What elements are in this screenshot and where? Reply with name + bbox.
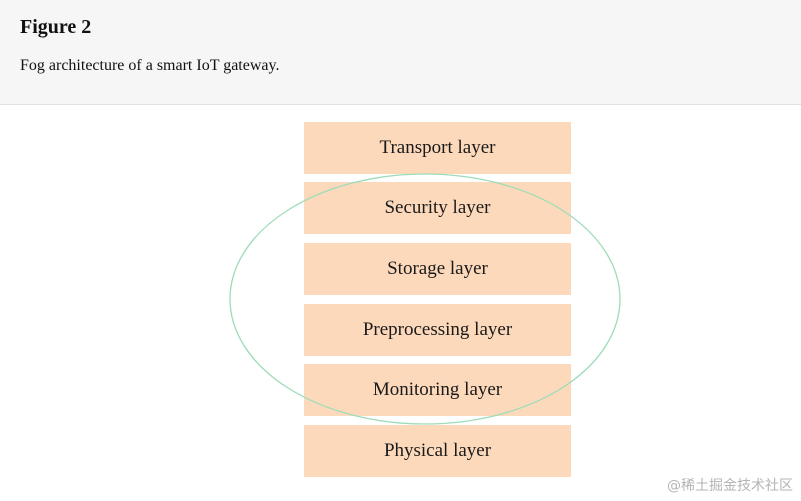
figure-title: Figure 2 xyxy=(20,16,92,38)
layer-label: Security layer xyxy=(384,197,491,218)
layer-label: Preprocessing layer xyxy=(362,319,513,340)
layer-physical: Physical layer xyxy=(304,425,571,477)
layer-preprocessing: Preprocessing layer xyxy=(304,304,571,356)
layer-transport: Transport layer xyxy=(304,122,571,174)
layer-label: Monitoring layer xyxy=(372,379,503,400)
layer-label: Transport layer xyxy=(379,137,496,158)
figure-caption-bar: Figure 2 Fog architecture of a smart IoT… xyxy=(0,0,801,105)
layer-monitoring: Monitoring layer xyxy=(304,364,571,416)
figure-description: Fog architecture of a smart IoT gateway. xyxy=(20,57,280,74)
layer-security: Security layer xyxy=(304,182,571,234)
layer-label: Storage layer xyxy=(387,258,488,279)
layer-storage: Storage layer xyxy=(304,243,571,295)
watermark: @稀土掘金技术社区 xyxy=(667,478,793,494)
layer-label: Physical layer xyxy=(383,440,492,461)
